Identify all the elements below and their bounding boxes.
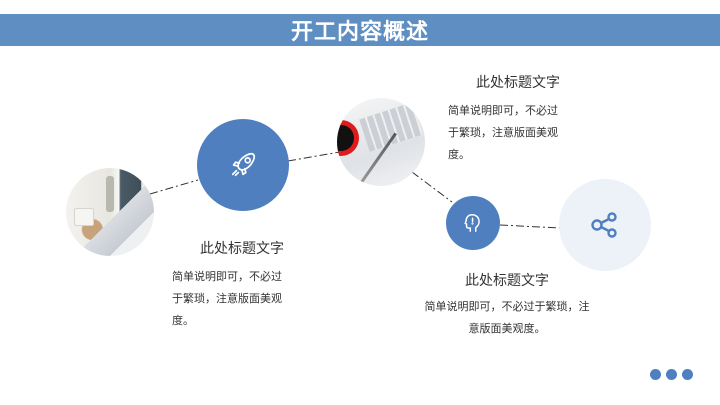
- dot: [650, 369, 661, 380]
- idea-head-icon-circle: [446, 196, 500, 250]
- rocket-icon-circle: [197, 119, 289, 211]
- dot: [666, 369, 677, 380]
- connector-line: [149, 179, 199, 195]
- idea-head-icon: [464, 214, 480, 232]
- description-line: 简单说明即可，不必过: [448, 104, 558, 117]
- more-dots-icon[interactable]: [650, 369, 693, 380]
- title-banner: 开工内容概述: [0, 14, 720, 46]
- rocket-icon: [231, 152, 256, 177]
- keyboard-coffee-photo: [337, 98, 425, 186]
- block-description: 简单说明即可，不必过于繁琐，注 意版面美观度。: [412, 296, 602, 340]
- connector-line: [499, 224, 561, 229]
- page-title: 开工内容概述: [290, 19, 429, 45]
- share-icon-circle: [559, 179, 651, 271]
- block-title: 此处标题文字: [465, 273, 549, 289]
- share-icon: [591, 212, 617, 238]
- description-line: 度。: [172, 314, 194, 327]
- content-block-2: 此处标题文字 简单说明即可，不必过 于繁琐，注意版面美观 度。: [448, 72, 588, 166]
- connector-line: [411, 171, 453, 203]
- vase-shape: [106, 176, 114, 212]
- description-line: 于繁琐，注意版面美观: [172, 292, 282, 305]
- block-description: 简单说明即可，不必过 于繁琐，注意版面美观 度。: [172, 266, 312, 332]
- block-description: 简单说明即可，不必过 于繁琐，注意版面美观 度。: [448, 100, 588, 166]
- description-line: 简单说明即可，不必过于繁琐，注: [424, 300, 590, 313]
- coffee-cup-shape: [337, 120, 359, 156]
- description-line: 简单说明即可，不必过: [172, 270, 282, 283]
- block-title: 此处标题文字: [476, 75, 560, 91]
- glass-shape: [74, 208, 94, 226]
- content-block-3: 此处标题文字 简单说明即可，不必过于繁琐，注 意版面美观度。: [412, 270, 602, 340]
- description-line: 度。: [448, 148, 470, 161]
- description-line: 意版面美观度。: [468, 322, 546, 335]
- block-title: 此处标题文字: [200, 241, 284, 257]
- dot: [682, 369, 693, 380]
- description-line: 于繁琐，注意版面美观: [448, 126, 558, 139]
- laptop-desk-photo: [66, 168, 154, 256]
- connector-line: [287, 151, 341, 162]
- keyboard-shape: [359, 102, 423, 152]
- content-block-1: 此处标题文字 简单说明即可，不必过 于繁琐，注意版面美观 度。: [172, 238, 312, 332]
